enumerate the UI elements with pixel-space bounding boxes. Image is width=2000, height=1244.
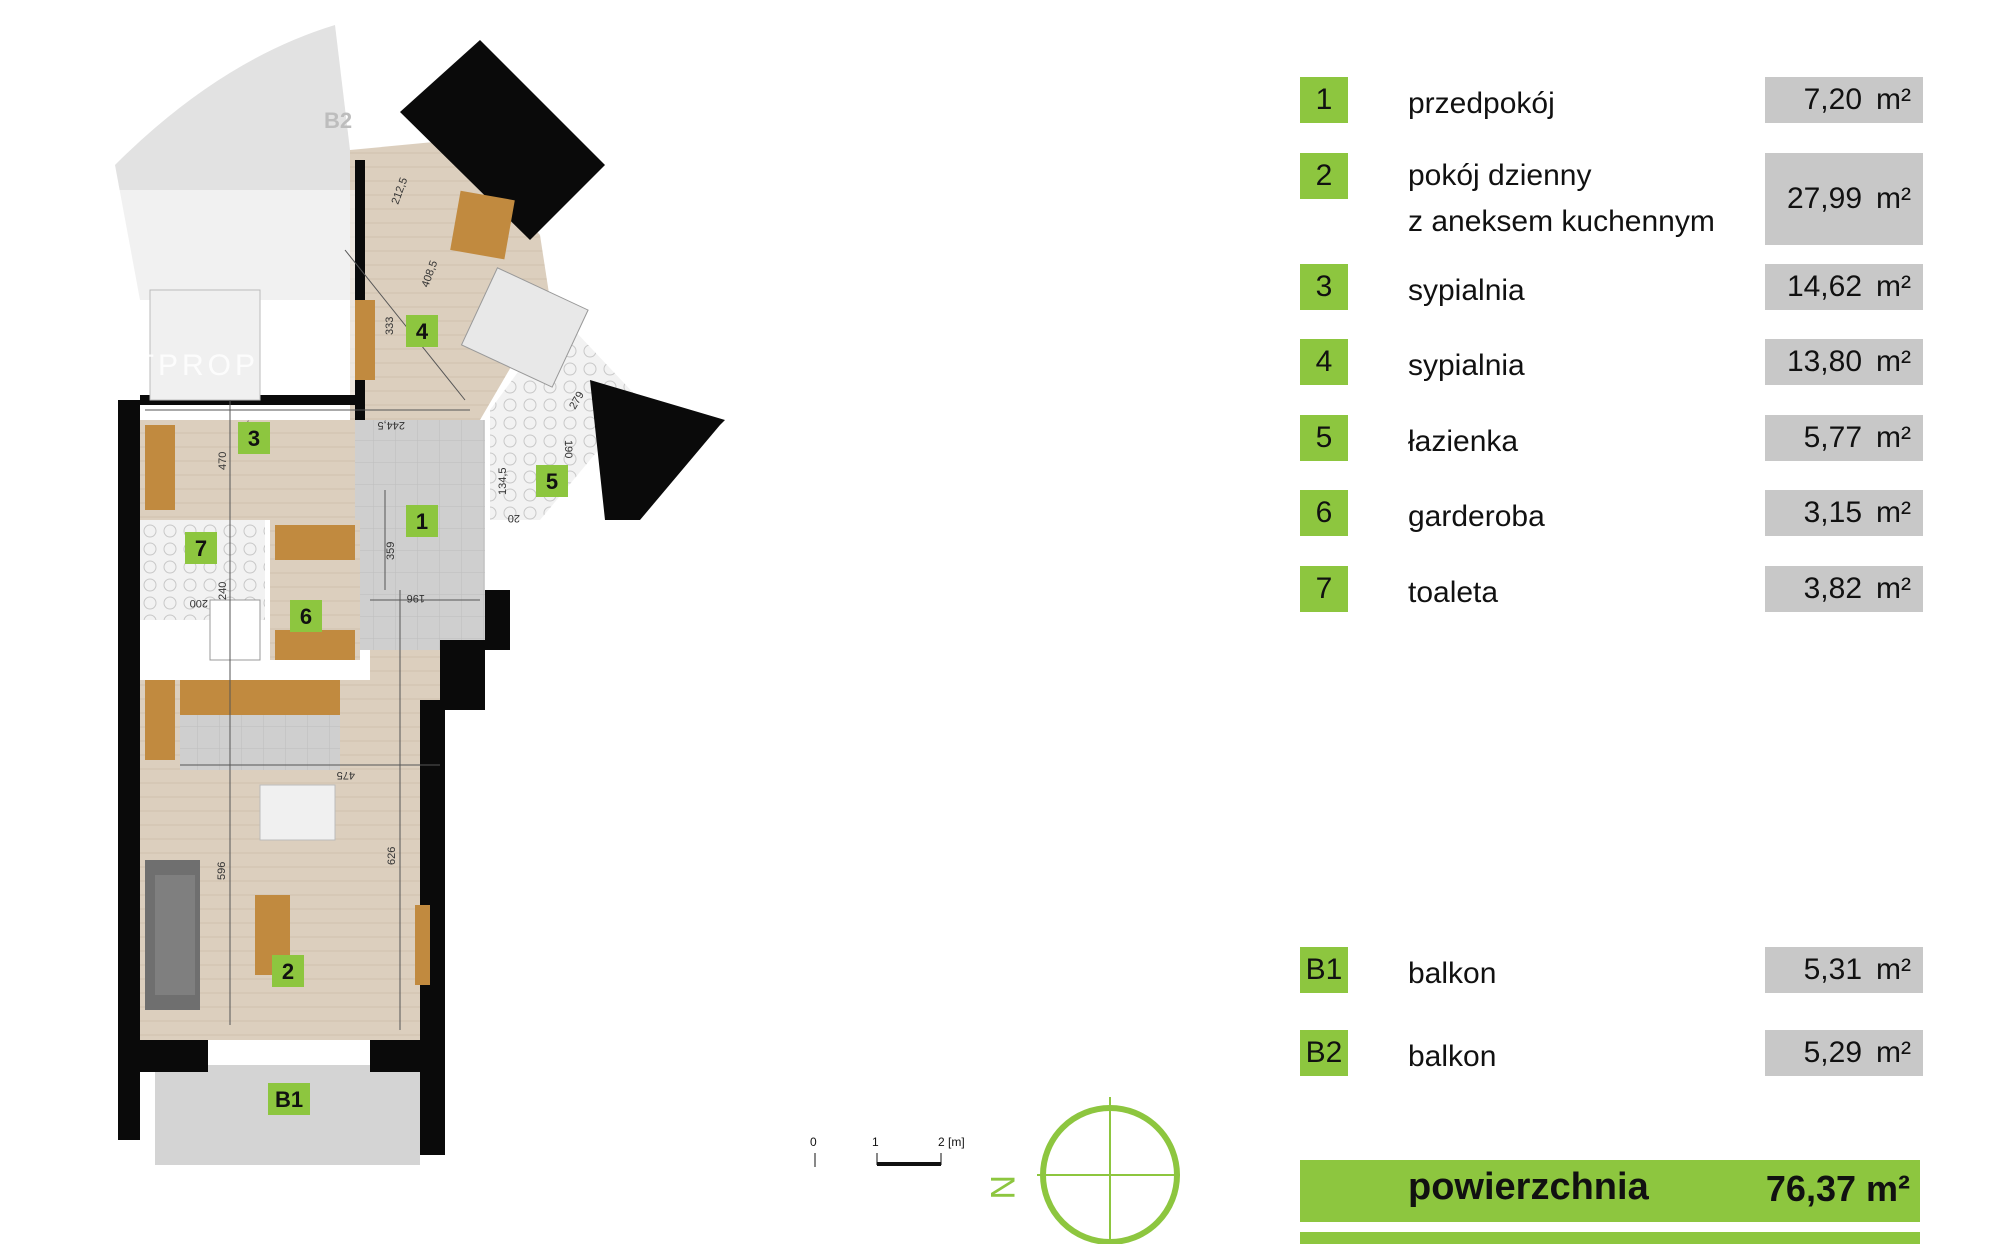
legend-num: B2 [1300, 1030, 1348, 1076]
legend-name: pokój dzienny [1408, 159, 1592, 192]
dim-190: 190 [562, 440, 574, 458]
area-value: 13,80 [1786, 345, 1863, 378]
legend-area: 27,99 m² [1765, 153, 1923, 245]
furniture [145, 190, 589, 1010]
legend-row-4: 4 sypialnia 13,80 m² [1300, 339, 1923, 389]
watermark: NTPROPERTY [110, 349, 354, 382]
area-value: 5,31 [1803, 953, 1863, 986]
area-unit: m² [1876, 182, 1911, 215]
total-label: powierzchnia [1408, 1166, 1649, 1208]
legend-area: 5,29 m² [1765, 1030, 1923, 1076]
legend-name: balkon [1408, 957, 1497, 990]
area-value: 3,15 [1803, 496, 1863, 529]
dim-475: 475 [337, 769, 355, 781]
area-unit: m² [1876, 270, 1911, 303]
legend-area: 5,77 m² [1765, 415, 1923, 461]
area-value: 5,29 [1803, 1036, 1863, 1069]
area-value: 5,77 [1803, 421, 1863, 454]
legend-name: garderoba [1408, 500, 1545, 533]
legend-name: łazienka [1408, 425, 1519, 458]
legend-num: 3 [1300, 264, 1348, 310]
legend-name-line2: z aneksem kuchennym [1408, 205, 1715, 238]
dim-470: 470 [217, 452, 229, 470]
dim-359: 359 [385, 542, 397, 560]
legend-num: 4 [1300, 339, 1348, 385]
legend-row-b2: B2 balkon 5,29 m² [1300, 1030, 1923, 1080]
scale-tick-1: 1 [872, 1135, 879, 1149]
dim-626: 626 [386, 847, 398, 865]
legend-num: 1 [1300, 77, 1348, 123]
legend-area: 5,31 m² [1765, 947, 1923, 993]
scale-ruler [814, 1153, 942, 1167]
dimension-lines [145, 249, 480, 1030]
room-label-b1: B1 [275, 1087, 303, 1112]
area-value: 14,62 [1786, 270, 1863, 303]
legend-area: 3,82 m² [1765, 566, 1923, 612]
legend-row-7: 7 toaleta 3,82 m² [1300, 566, 1923, 616]
legend-name: sypialnia [1408, 274, 1525, 307]
legend-num: 5 [1300, 415, 1348, 461]
total-underline [1300, 1232, 1920, 1244]
legend-name: toaleta [1408, 576, 1499, 609]
area-value: 27,99 [1786, 182, 1863, 215]
dim-134-5: 134,5 [497, 467, 509, 495]
dim-200: 200 [190, 597, 208, 609]
room-label-3: 3 [248, 426, 260, 451]
legend-name: przedpokój [1408, 87, 1555, 120]
legend-area: 13,80 m² [1765, 339, 1923, 385]
legend-name: balkon [1408, 1040, 1497, 1073]
room-label-1: 1 [416, 509, 428, 534]
legend-area: 3,15 m² [1765, 490, 1923, 536]
legend-row-3: 3 sypialnia 14,62 m² [1300, 264, 1923, 314]
area-unit: m² [1876, 496, 1911, 529]
area-value: 7,20 [1803, 83, 1863, 116]
area-unit: m² [1876, 953, 1911, 986]
floor-plan: 212,5 408,5 333 304,5 244,5 279 470 134,… [110, 25, 725, 1165]
room-label-2: 2 [282, 959, 294, 984]
dim-196: 196 [407, 592, 425, 604]
total-value: 76,37 m² [1765, 1168, 1910, 1209]
legend-row-2: 2 pokój dzienny z aneksem kuchennym 27,9… [1300, 153, 1923, 245]
area-unit: m² [1876, 83, 1911, 116]
dim-240: 240 [217, 582, 229, 600]
dim-596: 596 [216, 862, 228, 880]
legend-num: 7 [1300, 566, 1348, 612]
dim-244-5: 244,5 [377, 419, 405, 431]
legend-row-6: 6 garderoba 3,15 m² [1300, 490, 1923, 540]
legend-num: B1 [1300, 947, 1348, 993]
legend-num: 2 [1300, 153, 1348, 199]
room-label-5: 5 [546, 469, 558, 494]
legend-row-1: 1 przedpokój 7,20 m² [1300, 77, 1923, 127]
room-label-4: 4 [416, 319, 429, 344]
dim-333: 333 [384, 317, 396, 335]
area-unit: m² [1876, 421, 1911, 454]
scale-bar: 0 1 2 [m] [810, 1135, 970, 1175]
scale-tick-0: 0 [810, 1135, 817, 1149]
total-area-bar: powierzchnia 76,37 m² [1300, 1160, 1920, 1222]
dim-20: 20 [508, 512, 520, 524]
compass-icon: N [983, 1097, 1180, 1244]
area-unit: m² [1876, 345, 1911, 378]
legend-area: 7,20 m² [1765, 77, 1923, 123]
room-label-b2: B2 [324, 108, 352, 133]
room-label-6: 6 [300, 604, 312, 629]
room-label-7: 7 [195, 536, 207, 561]
area-unit: m² [1876, 1036, 1911, 1069]
compass-north-letter: N [983, 1175, 1021, 1200]
legend-row-b1: B1 balkon 5,31 m² [1300, 947, 1923, 997]
area-value: 3,82 [1803, 572, 1863, 605]
legend-num: 6 [1300, 490, 1348, 536]
legend-area: 14,62 m² [1765, 264, 1923, 310]
legend-row-5: 5 łazienka 5,77 m² [1300, 415, 1923, 465]
legend-name: sypialnia [1408, 349, 1525, 382]
scale-tick-2: 2 [m] [938, 1135, 965, 1149]
area-unit: m² [1876, 572, 1911, 605]
